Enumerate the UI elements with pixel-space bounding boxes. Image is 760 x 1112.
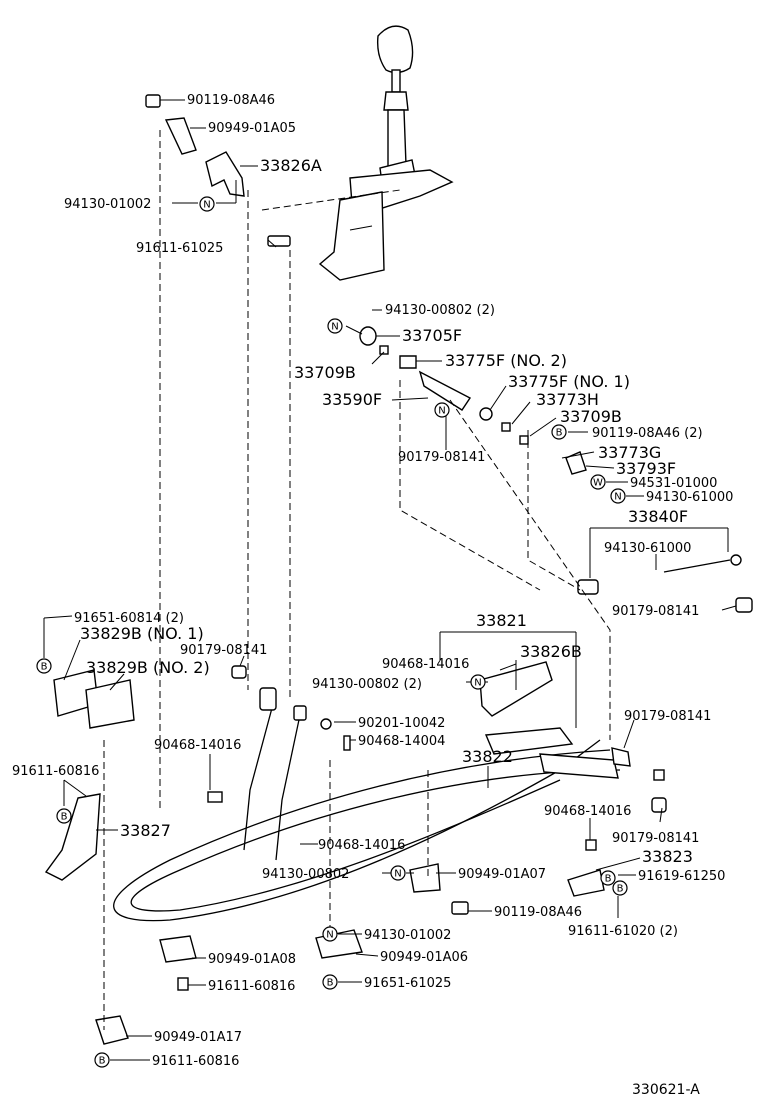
n-mark — [390, 865, 406, 881]
callout-label: 33793F — [616, 459, 676, 478]
upper-bracket-parts — [145, 94, 291, 247]
left-bracket-parts — [44, 665, 247, 881]
b-mark-label: B — [327, 978, 334, 989]
callout-label: 91611-60816 — [208, 979, 295, 994]
callout-label: 91651-61025 — [364, 976, 451, 991]
callout-label: 33709B — [560, 407, 622, 426]
n-mark-label: N — [331, 322, 338, 333]
callout-label: 90179-08141 — [398, 450, 485, 465]
callout-label: 91611-60816 — [12, 764, 99, 779]
b-mark-label: B — [99, 1056, 106, 1067]
callout-label: 90949-01A06 — [380, 950, 468, 965]
part-callouts: 90119-08A46 90949-01A05 33826A 94130-010… — [12, 93, 733, 1069]
w-mark-label: W — [593, 478, 603, 489]
callout-label: 90179-08141 — [624, 709, 711, 724]
callout-label: 90468-14004 — [358, 734, 445, 749]
b-mark — [551, 424, 567, 440]
b-mark — [94, 1052, 110, 1068]
callout-label: 94130-00802 (2) — [312, 677, 422, 692]
n-mark — [322, 926, 338, 942]
n-mark-label: N — [394, 869, 401, 880]
lower-clip-parts — [95, 718, 667, 1045]
callout-label: 94130-61000 — [604, 541, 691, 556]
b-mark-label: B — [605, 874, 612, 885]
b-mark — [322, 974, 338, 990]
callout-label: 90201-10042 — [358, 716, 445, 731]
shift-cables — [113, 661, 631, 922]
callout-label: 33773G — [598, 443, 661, 462]
callout-label: 90119-08A46 — [494, 905, 582, 920]
callout-label: 33826B — [520, 642, 582, 661]
w-mark — [590, 474, 606, 490]
callout-label: 90468-14016 — [382, 657, 469, 672]
callout-label: 94130-01002 — [64, 197, 151, 212]
callout-label: 33705F — [402, 326, 462, 345]
callout-label: 90468-14016 — [154, 738, 241, 753]
callout-label: 33775F (NO. 1) — [508, 372, 630, 391]
symbol-circles: N N N B W N B N B N B B N B B — [36, 196, 628, 1068]
n-mark — [470, 674, 486, 690]
callout-label: 90949-01A17 — [154, 1030, 242, 1045]
callout-label: 90119-08A46 (2) — [592, 426, 703, 441]
n-mark-label: N — [326, 930, 333, 941]
callout-label: 94531-01000 — [630, 476, 717, 491]
callout-label: 94130-00802 — [262, 867, 349, 882]
callout-label: 33829B (NO. 1) — [80, 624, 204, 643]
b-mark-label: B — [41, 662, 48, 673]
leader-lines — [43, 99, 737, 1061]
b-mark — [56, 808, 72, 824]
catalog-number: 330621-A — [632, 1082, 700, 1098]
callout-label: 91611-61020 (2) — [568, 924, 678, 939]
callout-label: 91611-60816 — [152, 1054, 239, 1069]
callout-label: 33829B (NO. 2) — [86, 658, 210, 677]
callout-label: 90179-08141 — [180, 643, 267, 658]
callout-label: 33827 — [120, 821, 171, 840]
b-mark-label: B — [61, 812, 68, 823]
n-mark-label: N — [614, 492, 621, 503]
callout-label: 90468-14016 — [544, 804, 631, 819]
callout-label: 91619-61250 — [638, 869, 725, 884]
callout-label: 94130-61000 — [646, 490, 733, 505]
callout-label: 33709B — [294, 363, 356, 382]
callout-label: 91611-61025 — [136, 241, 223, 256]
callout-label: 33826A — [260, 156, 322, 175]
shift-lever-assembly — [318, 25, 454, 281]
b-mark-label: B — [617, 884, 624, 895]
assembly-dashed-lines — [103, 130, 611, 1030]
callout-label: 90119-08A46 — [187, 93, 275, 108]
callout-label: 90179-08141 — [612, 604, 699, 619]
n-mark — [199, 196, 215, 212]
callout-label: 90468-14016 — [318, 838, 405, 853]
n-mark — [327, 318, 343, 334]
callout-label: 94130-00802 (2) — [385, 303, 495, 318]
callout-label: 90949-01A07 — [458, 867, 546, 882]
b-mark — [36, 658, 52, 674]
callout-label: 94130-01002 — [364, 928, 451, 943]
callout-label: 33823 — [642, 847, 693, 866]
callout-label: 33821 — [476, 611, 527, 630]
callout-label: 90179-08141 — [612, 831, 699, 846]
n-mark — [434, 402, 450, 418]
callout-label: 90949-01A08 — [208, 952, 296, 967]
b-mark — [600, 870, 616, 886]
callout-label: 33840F — [628, 507, 688, 526]
callout-label: 33822 — [462, 747, 513, 766]
callout-label: 33773H — [536, 390, 599, 409]
n-mark-label: N — [203, 200, 210, 211]
b-mark — [612, 880, 628, 896]
n-mark-label: N — [438, 406, 445, 417]
callout-label: 91651-60814 (2) — [74, 611, 184, 626]
callout-label: 90949-01A05 — [208, 121, 296, 136]
n-mark-label: N — [474, 678, 481, 689]
b-mark-label: B — [556, 428, 563, 439]
callout-label: 33590F — [322, 390, 382, 409]
n-mark — [610, 488, 626, 504]
callout-label: 33775F (NO. 2) — [445, 351, 567, 370]
